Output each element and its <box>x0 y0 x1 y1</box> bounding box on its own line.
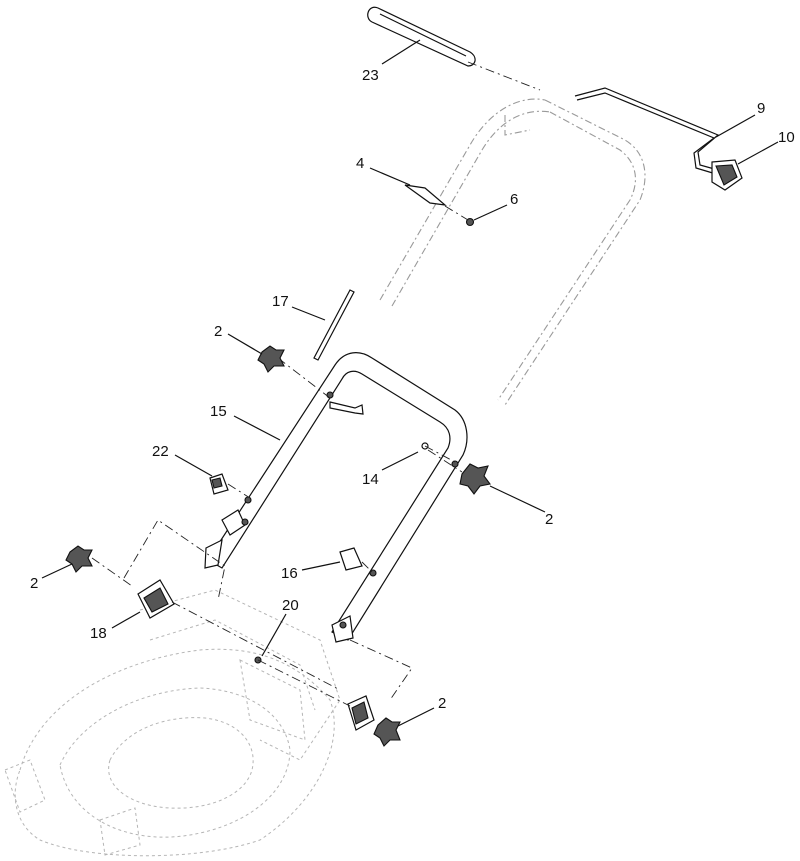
callout-4: 4 <box>356 155 364 172</box>
callout-6: 6 <box>510 191 518 208</box>
part-18-adjuster <box>137 579 175 619</box>
callout-18: 18 <box>90 625 107 642</box>
callout-10: 10 <box>778 129 795 146</box>
leader-lines <box>41 39 779 727</box>
callout-22: 22 <box>152 443 169 460</box>
callout-2-left: 2 <box>30 575 38 592</box>
callout-16: 16 <box>281 565 298 582</box>
part-17-cable-tie <box>313 289 355 361</box>
part-2-knob-right <box>427 449 491 495</box>
bolt-upper <box>277 357 364 415</box>
part-9-bail-rod <box>574 87 720 175</box>
part-10-control <box>711 159 743 191</box>
callout-20: 20 <box>282 597 299 614</box>
part-14-bolt <box>421 442 456 463</box>
callout-15: 15 <box>210 403 227 420</box>
mower-deck-ghost <box>4 589 341 857</box>
part-6-nut <box>465 217 475 227</box>
callout-17: 17 <box>272 293 289 310</box>
callout-23: 23 <box>362 67 379 84</box>
upper-handle-ghost <box>379 98 646 406</box>
part-23-grip <box>367 6 476 67</box>
callout-2-right: 2 <box>545 511 553 528</box>
assembly-lines <box>123 61 541 707</box>
callout-14: 14 <box>362 471 379 488</box>
part-18-adjuster-right <box>347 695 375 731</box>
callout-9: 9 <box>757 100 765 117</box>
callout-2-upper: 2 <box>214 323 222 340</box>
part-4-clip <box>404 184 447 206</box>
callout-2-bottom: 2 <box>438 695 446 712</box>
part-2-knob-bottom-right <box>373 717 401 747</box>
part-15-lower-handle <box>204 352 468 643</box>
part-16-spacer <box>339 547 373 573</box>
part-2-knob-upper-left <box>257 345 285 373</box>
part-22-spacer <box>209 473 251 499</box>
callout-labels: 23 9 10 4 6 17 2 15 22 14 2 2 16 20 18 2 <box>30 67 795 712</box>
part-2-knob-left <box>65 545 133 587</box>
